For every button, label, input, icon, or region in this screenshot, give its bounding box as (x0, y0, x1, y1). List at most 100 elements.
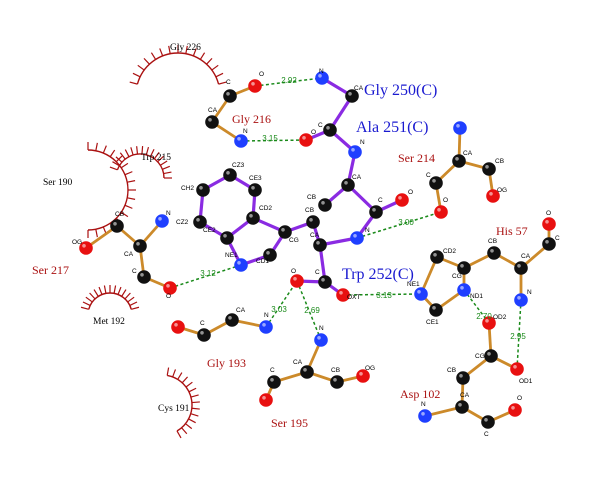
atom-c (345, 89, 359, 103)
atom-highlight (511, 406, 515, 410)
atom-label: CZ2 (176, 219, 189, 226)
atom-highlight (251, 82, 255, 86)
atom-highlight (166, 284, 170, 288)
atom-label: OD2 (493, 314, 507, 321)
atom-highlight (417, 290, 421, 294)
atom-label: O (546, 210, 551, 217)
atom-c (306, 215, 320, 229)
atom-label: N (319, 325, 324, 332)
hydrogen-bond-line (463, 289, 490, 324)
atom-highlight (199, 186, 203, 190)
atom-label: O (291, 268, 296, 275)
atom-highlight (517, 296, 521, 300)
atom-label: NE1 (407, 281, 420, 288)
atom-highlight (317, 336, 321, 340)
atom-n (315, 71, 329, 85)
distance-label: 2.92 (281, 76, 297, 85)
atom-label: C (132, 268, 137, 275)
atom-highlight (484, 418, 488, 422)
atom-c (267, 375, 281, 389)
atom-c (263, 248, 277, 262)
atom-label: ND1 (470, 293, 483, 300)
atom-label: CA (208, 107, 218, 114)
atom-c (457, 261, 471, 275)
atom-label: CB (495, 158, 504, 165)
distance-label: 3.03 (271, 305, 287, 314)
distance-label: 3.00 (398, 218, 414, 227)
atom-c (430, 250, 444, 264)
atom-c (220, 231, 234, 245)
atom-c (133, 239, 147, 253)
atom-o (248, 79, 262, 93)
atom-highlight (513, 365, 517, 369)
atom-o (434, 205, 448, 219)
atom-c (452, 154, 466, 168)
atom-c (330, 375, 344, 389)
residue-label: Gly 193 (207, 356, 246, 370)
distance-label: 2.95 (510, 332, 526, 341)
atom-o (356, 369, 370, 383)
atom-o (395, 193, 409, 207)
atom-o (259, 393, 273, 407)
atom-n (348, 145, 362, 159)
atoms (79, 71, 556, 429)
atom-label: OG (497, 187, 507, 194)
atom-c (481, 415, 495, 429)
atom-o (510, 362, 524, 376)
atom-c (205, 115, 219, 129)
atom-highlight (140, 273, 144, 277)
atom-highlight (266, 251, 270, 255)
atom-highlight (348, 92, 352, 96)
hydrogen-bond-line (169, 264, 242, 289)
atom-c (278, 225, 292, 239)
residue-label: Gly 250(C) (364, 82, 437, 99)
hydrogen-bond-line (265, 280, 298, 328)
atom-highlight (545, 240, 549, 244)
atom-label: N (360, 139, 365, 146)
atom-label: O (443, 197, 448, 204)
atom-highlight (174, 323, 178, 327)
atom-c (246, 211, 260, 225)
atom-label: NE1 (225, 252, 238, 259)
atom-n (234, 258, 248, 272)
atom-c (487, 246, 501, 260)
atom-label: C (318, 122, 323, 129)
atom-label: CE1 (426, 319, 439, 326)
atom-o (336, 288, 350, 302)
atom-highlight (237, 137, 241, 141)
atom-highlight (226, 171, 230, 175)
atom-highlight (485, 319, 489, 323)
residue-labels: Gly 250(C)Ala 251(C)Trp 252(C)Gly 216Ser… (32, 43, 528, 430)
residue-label: Ser 214 (398, 151, 435, 165)
atom-label: CB (488, 238, 497, 245)
atom-highlight (437, 208, 441, 212)
residue-label: Ser 190 (43, 178, 73, 188)
atom-highlight (421, 412, 425, 416)
residue-label: Gly 216 (232, 112, 271, 126)
atom-highlight (196, 218, 200, 222)
atom-highlight (270, 378, 274, 382)
atom-label: OD1 (519, 378, 533, 385)
atom-highlight (302, 136, 306, 140)
atom-highlight (351, 148, 355, 152)
distance-label: 2.70 (476, 312, 492, 321)
atom-highlight (316, 241, 320, 245)
atom-highlight (432, 179, 436, 183)
atom-highlight (456, 124, 460, 128)
atom-n (453, 121, 467, 135)
atom-o (299, 133, 313, 147)
atom-o (486, 189, 500, 203)
hydrophobic-arc (129, 45, 227, 85)
atom-label: C (315, 269, 320, 276)
atom-c (300, 365, 314, 379)
atom-label: C (484, 431, 489, 438)
atom-label: CA (236, 307, 246, 314)
atom-highlight (228, 316, 232, 320)
atom-label: C (226, 79, 231, 86)
atom-label: N (365, 227, 370, 234)
atom-label: CD2 (443, 248, 456, 255)
atom-c (318, 275, 332, 289)
distance-label: 3.12 (200, 269, 216, 278)
atom-label: O (259, 71, 264, 78)
